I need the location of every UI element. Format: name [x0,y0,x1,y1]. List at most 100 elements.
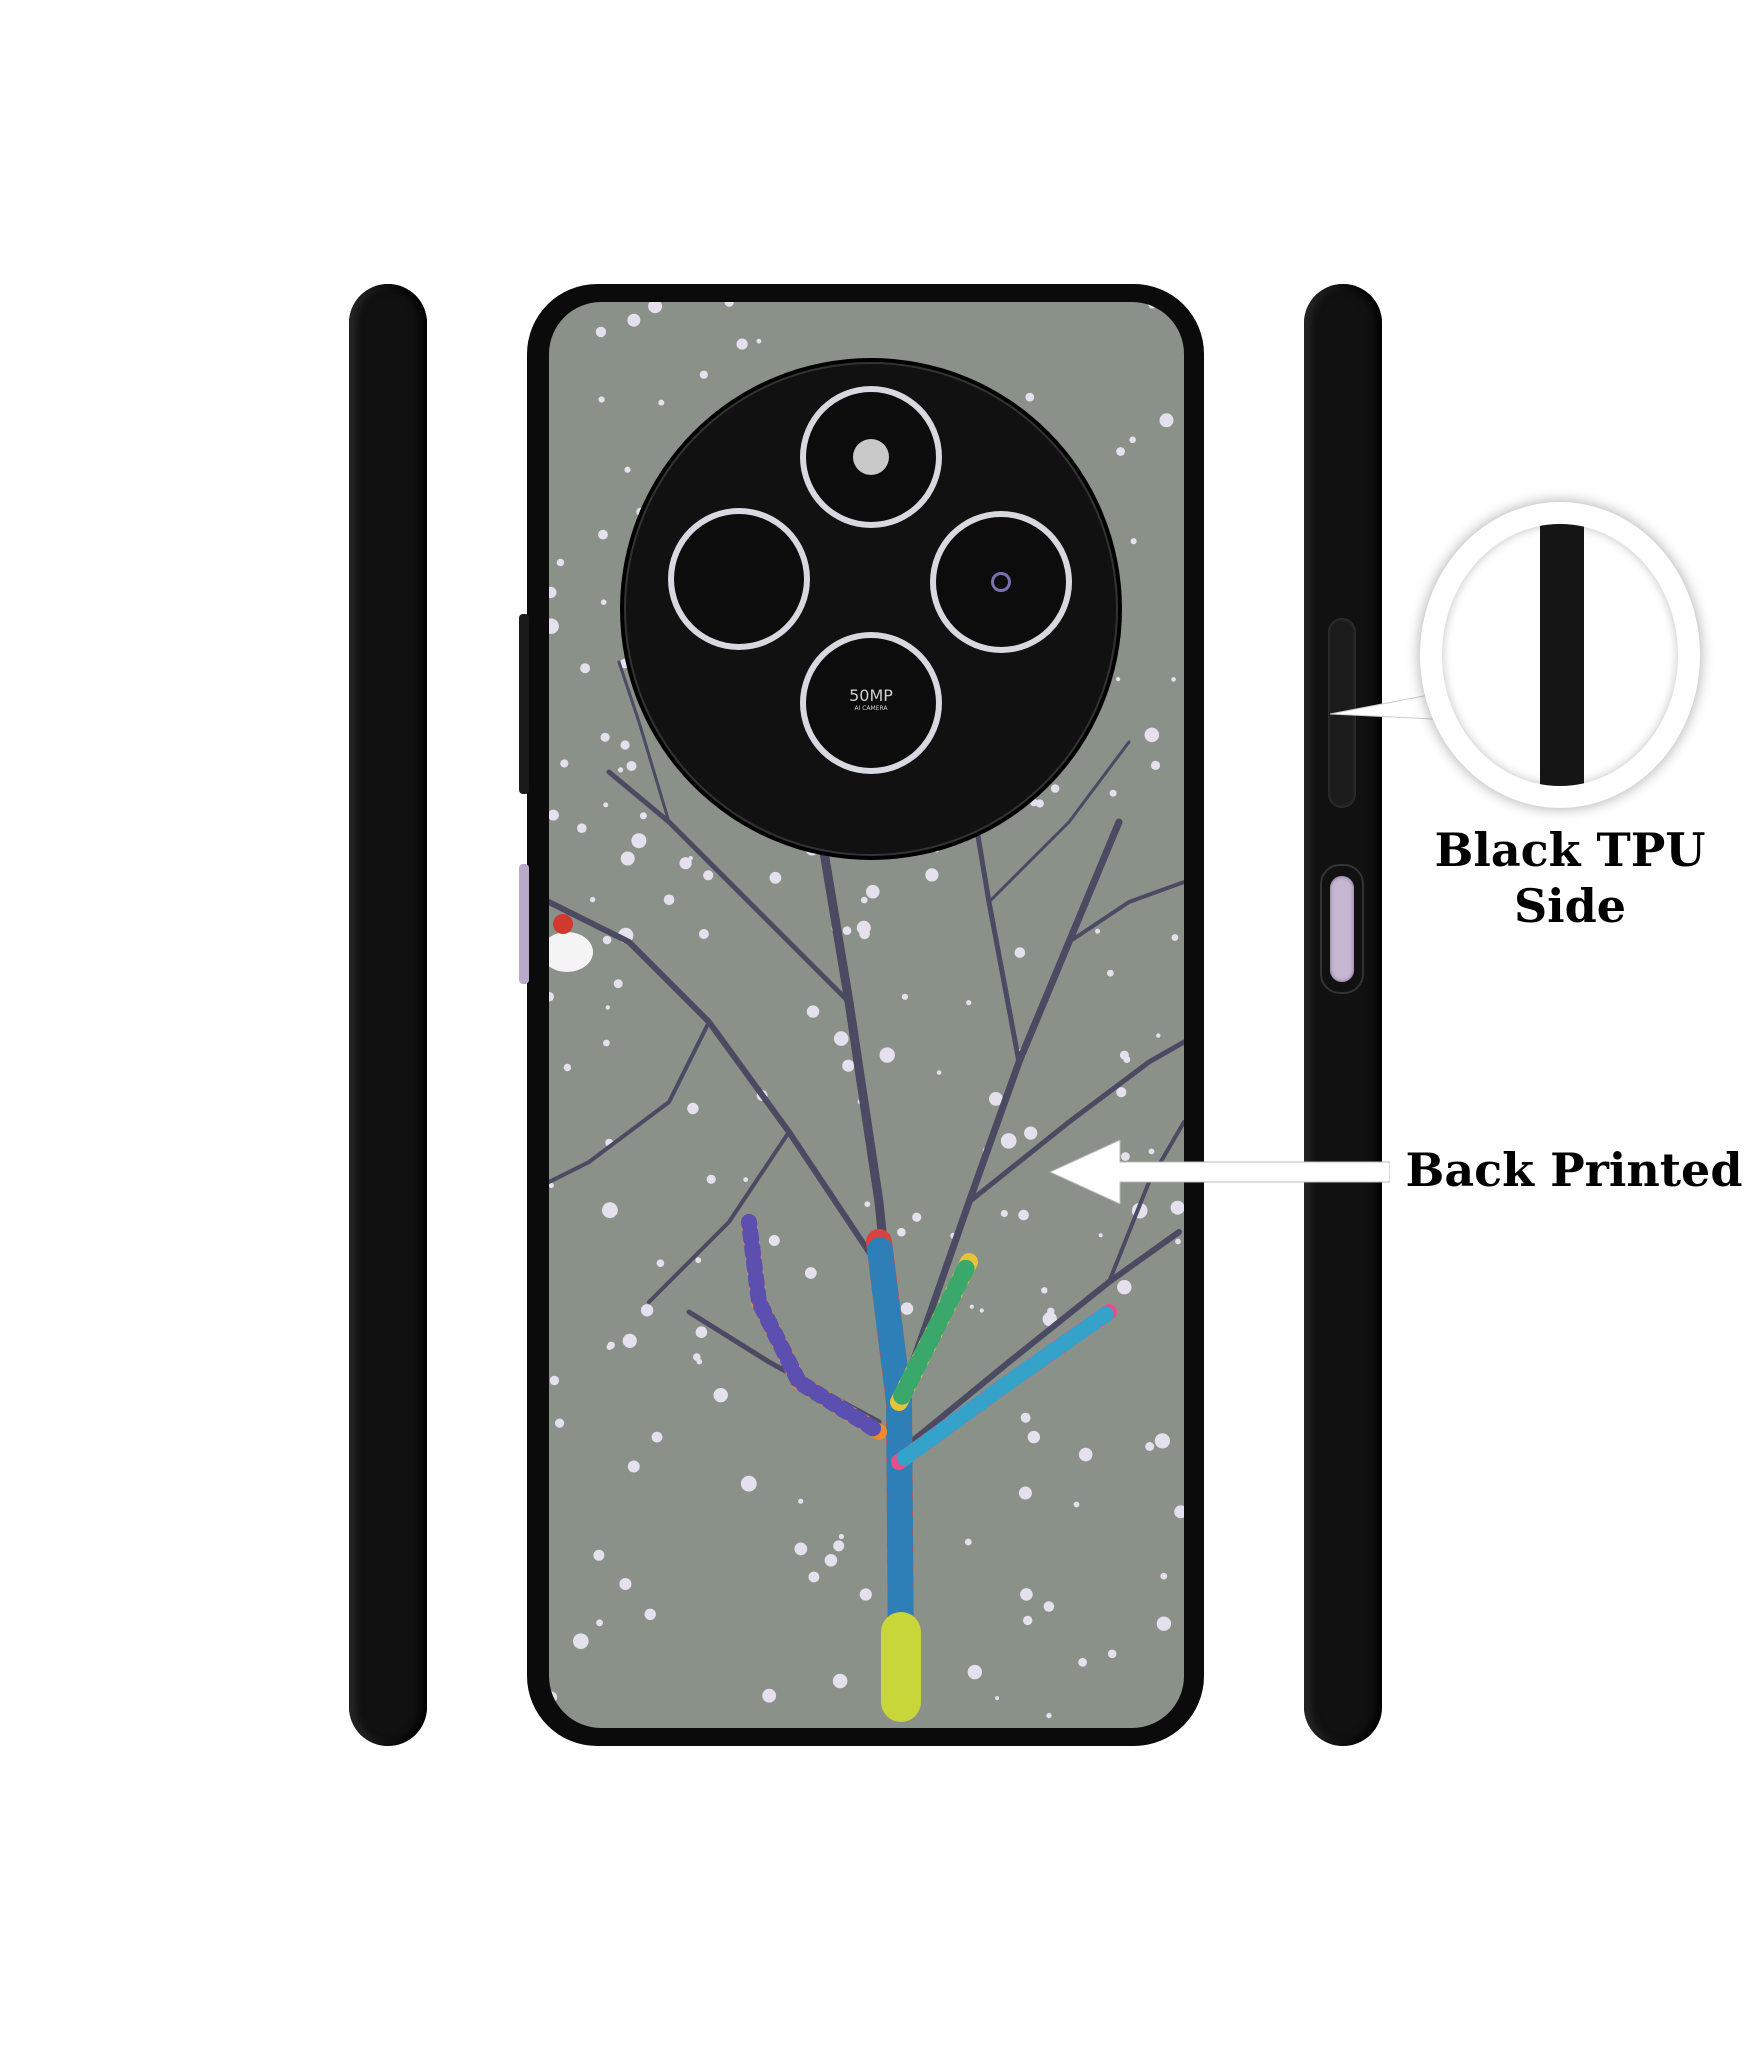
snowflake [620,740,630,750]
snowflake [1159,413,1174,428]
snowflake [1024,1126,1038,1140]
back-printed-label: Back Printed [1405,1143,1743,1197]
snowflake [598,529,608,540]
snowflake [556,558,565,567]
snowflake [912,1212,922,1222]
snowflake [1170,1200,1184,1215]
left-lens [674,514,804,644]
tpu-closeup [1540,524,1584,786]
snowflake [842,1059,855,1072]
snowflake [589,896,596,903]
snowflake [1109,789,1117,797]
snowflake [740,1475,757,1492]
snowflake [1156,1616,1172,1631]
snowflake [1144,727,1160,743]
snowflake [832,1673,848,1689]
snowflake [756,338,762,344]
snowflake [639,812,647,820]
arrow-left-icon [1050,1140,1390,1204]
snowflake [1020,1412,1031,1423]
snowflake [598,396,605,403]
snowflake [627,1460,640,1473]
flash-icon [853,439,889,475]
snowflake [573,1633,589,1649]
snowflake [1030,798,1038,807]
power-key [519,864,529,984]
snowflake [549,991,554,1002]
snowflake [1156,1033,1161,1038]
snowflake [1121,1152,1130,1161]
snowflake [1160,1572,1168,1580]
snowflake [549,586,557,599]
snowflake [549,1375,560,1386]
phone-case-back: 50MP AI CAMERA [519,284,1204,1746]
snowflake [603,1039,610,1047]
snowflake [703,870,714,881]
snowflake [693,1353,701,1361]
lens-text: 50MP [849,686,893,705]
snowflake [794,1542,808,1556]
snowflake [860,896,868,904]
snowflake [900,1302,914,1315]
snowflake [1116,447,1125,456]
snowflake [925,868,939,882]
snowflake [1171,934,1179,941]
snowflake [631,833,647,849]
snowflake [743,1177,749,1183]
snowflake [1078,1447,1093,1462]
snowflake [1014,947,1026,958]
snowflake [1181,320,1184,325]
snowflake [833,1031,849,1046]
power-button [1320,864,1364,994]
snowflake [964,1538,972,1546]
snowflake [1027,1430,1040,1444]
snowflake [1018,1209,1029,1221]
snowflake [762,1688,777,1703]
snowflake [1174,1505,1184,1519]
snowflake [859,928,870,940]
snowflake [1107,1649,1117,1659]
snowflake [607,1341,615,1350]
lens-subtext: AI CAMERA [854,705,888,712]
black-tpu-side-label: Black TPU Side [1420,822,1720,934]
snowflake [656,1259,665,1267]
snowflake [1145,1442,1155,1451]
snowflake [1025,392,1035,402]
snowflake [605,1005,610,1010]
snowflake [713,1388,728,1403]
snowflake [651,1431,663,1443]
snowflake [1043,1601,1055,1612]
striped-trunk [741,1214,1117,1722]
snowflake [555,1418,565,1428]
snowflake [600,732,610,742]
snowflake [768,1235,780,1246]
snowflake [1171,677,1176,682]
snowflake [698,929,709,939]
snowflake [624,466,631,473]
snowflake [695,1326,708,1338]
bird [549,914,593,972]
snowflake [824,1554,838,1567]
snowflake [1095,928,1101,934]
snowflake [640,1304,654,1317]
snowflake [695,1257,702,1264]
snowflake [1175,1238,1181,1245]
snowflake [934,847,939,853]
camera-module: 50MP AI CAMERA [624,362,1118,856]
snowflake [580,663,591,674]
snowflake [1046,1712,1052,1719]
snowflake [619,1578,632,1590]
snowflake [1041,1287,1048,1294]
snowflake [1107,969,1114,977]
snowflake [627,313,641,327]
snowflake [679,857,692,870]
snowflake [620,851,635,866]
snowflake [1123,1056,1131,1063]
snowflake [1023,1615,1033,1626]
snowflake [549,809,559,821]
snowflake [859,1588,872,1601]
snowflake [1116,677,1121,682]
snowflake [1117,1280,1132,1295]
case-side-view-left [349,284,427,1746]
snowflake [602,935,612,945]
